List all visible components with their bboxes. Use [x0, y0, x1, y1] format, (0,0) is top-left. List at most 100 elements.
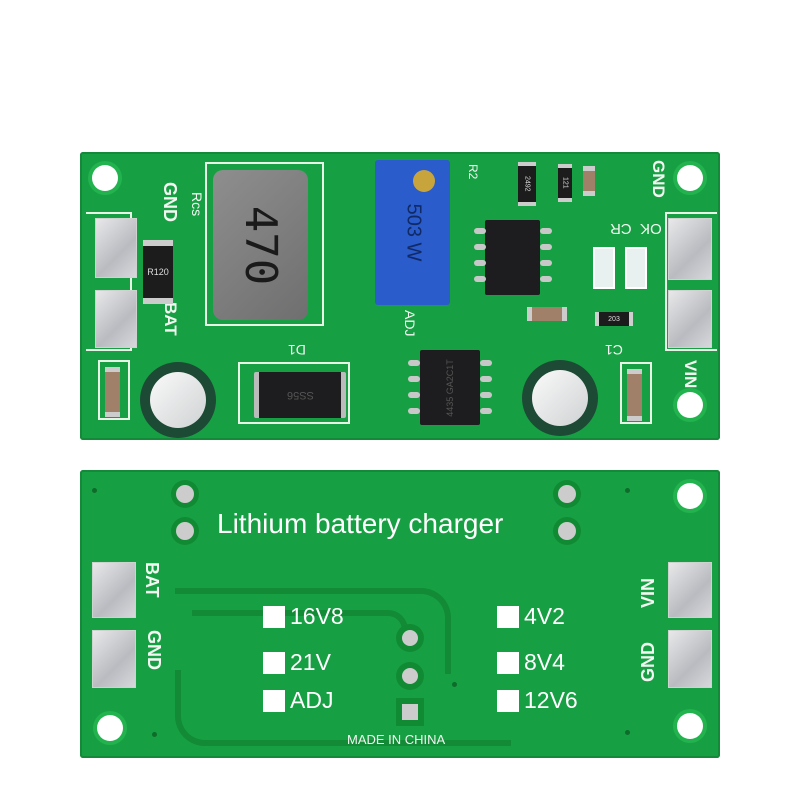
ic-pin	[480, 392, 492, 398]
ic-pin	[408, 376, 420, 382]
option-12v6: 12V6	[524, 687, 578, 713]
via	[152, 732, 157, 737]
solder-jumper-16v8[interactable]	[263, 606, 285, 628]
gnd-label: GND	[144, 630, 164, 670]
smd-capacitor	[627, 369, 642, 421]
diode-ss56: SS56	[254, 372, 346, 418]
smd-capacitor	[527, 307, 567, 321]
rcs-label: Rcs	[189, 192, 205, 217]
ic-pin	[474, 228, 486, 234]
resistor-2492: 2492	[518, 162, 536, 206]
gnd-label-right: GND	[649, 160, 668, 198]
cr-label: CR	[610, 220, 632, 237]
smd-capacitor	[105, 367, 120, 417]
option-16v8: 16V8	[290, 603, 344, 629]
mounting-hole	[677, 165, 703, 191]
terminal-bat-pad	[95, 290, 137, 348]
c1-label: C1	[605, 342, 623, 358]
terminal-vin-pad	[668, 290, 712, 348]
ic-pin	[408, 360, 420, 366]
bat-label: BAT	[161, 302, 180, 336]
board-title: Lithium battery charger	[217, 508, 504, 539]
pcb-trace	[175, 588, 451, 674]
mounting-hole	[97, 715, 123, 741]
inductor-outline	[205, 162, 324, 326]
ic-pin	[540, 244, 552, 250]
terminal-gnd-pad-right	[668, 218, 712, 280]
bat-label: BAT	[142, 562, 162, 598]
mounting-hole	[677, 713, 703, 739]
pcb-bottom-side: Lithium battery charger BAT GND VIN GND …	[80, 470, 720, 758]
mounting-hole	[677, 483, 703, 509]
pcb-trace	[192, 610, 408, 646]
ic-pin	[408, 392, 420, 398]
terminal-bat-pad	[92, 562, 136, 618]
via-pad	[558, 522, 576, 540]
ic-pin	[540, 260, 552, 266]
pot-adjust-screw[interactable]	[413, 170, 435, 192]
option-4v2: 4V2	[524, 603, 565, 629]
terminal-vin-pad	[668, 562, 712, 618]
solder-jumper-adj[interactable]	[263, 690, 285, 712]
adj-label: ADJ	[402, 310, 418, 337]
ic-pin	[408, 408, 420, 414]
via	[625, 488, 630, 493]
solder-jumper-4v2[interactable]	[497, 606, 519, 628]
ic-pin	[540, 276, 552, 282]
controller-ic	[485, 220, 540, 295]
vin-label: VIN	[681, 360, 700, 389]
electrolytic-capacitor	[522, 360, 598, 436]
option-adj: ADJ	[290, 687, 334, 713]
diode-marking: SS56	[286, 389, 314, 401]
diode-outline	[238, 362, 350, 424]
ic-pin	[480, 376, 492, 382]
via	[452, 682, 457, 687]
gnd-label: GND	[160, 182, 180, 222]
capacitor-outline	[620, 362, 652, 424]
pot-marking: 503 W	[402, 203, 424, 262]
via	[92, 488, 97, 493]
pcb-top-side: GND BAT Rcs R120 470 503 W ADJ R2 2492 1…	[80, 152, 720, 440]
option-8v4: 8V4	[524, 649, 565, 675]
potentiometer[interactable]: 503 W	[375, 160, 450, 305]
option-21v: 21V	[290, 649, 331, 675]
pot-via	[402, 704, 418, 720]
pcb-trace	[175, 670, 511, 746]
via-pad	[558, 485, 576, 503]
solder-jumper-12v6[interactable]	[497, 690, 519, 712]
terminal-gnd-pad	[95, 218, 137, 278]
via-pad	[176, 485, 194, 503]
mosfet-marking: 4435 GA2C1T	[444, 358, 455, 417]
ic-pin	[474, 260, 486, 266]
made-in-china: MADE IN CHINA	[347, 732, 446, 747]
ic-pin	[480, 408, 492, 414]
inductor-marking: 470	[234, 205, 286, 285]
pot-via	[402, 668, 418, 684]
d1-label: D1	[288, 342, 306, 358]
terminal-outline	[665, 212, 717, 351]
mounting-hole	[92, 165, 118, 191]
rcs-resistor: R120	[143, 240, 173, 304]
led-ok	[625, 247, 647, 289]
terminal-gnd-pad	[92, 630, 136, 688]
capacitor-outline	[98, 360, 130, 420]
ok-label: OK	[640, 220, 662, 237]
mounting-hole	[677, 392, 703, 418]
inductor: 470	[213, 170, 308, 320]
via	[625, 730, 630, 735]
ic-pin	[474, 244, 486, 250]
solder-jumper-21v[interactable]	[263, 652, 285, 674]
terminal-gnd-pad-right	[668, 630, 712, 688]
ic-pin	[480, 360, 492, 366]
ic-pin	[474, 276, 486, 282]
r2-label: R2	[466, 164, 480, 180]
resistor-121: 121	[558, 164, 572, 202]
ic-pin	[540, 228, 552, 234]
solder-jumper-8v4[interactable]	[497, 652, 519, 674]
resistor-203: 203	[595, 312, 633, 326]
terminal-outline	[86, 212, 132, 351]
smd-capacitor	[583, 166, 595, 196]
vin-label: VIN	[638, 577, 658, 608]
pot-via	[402, 630, 418, 646]
electrolytic-capacitor	[140, 362, 216, 438]
